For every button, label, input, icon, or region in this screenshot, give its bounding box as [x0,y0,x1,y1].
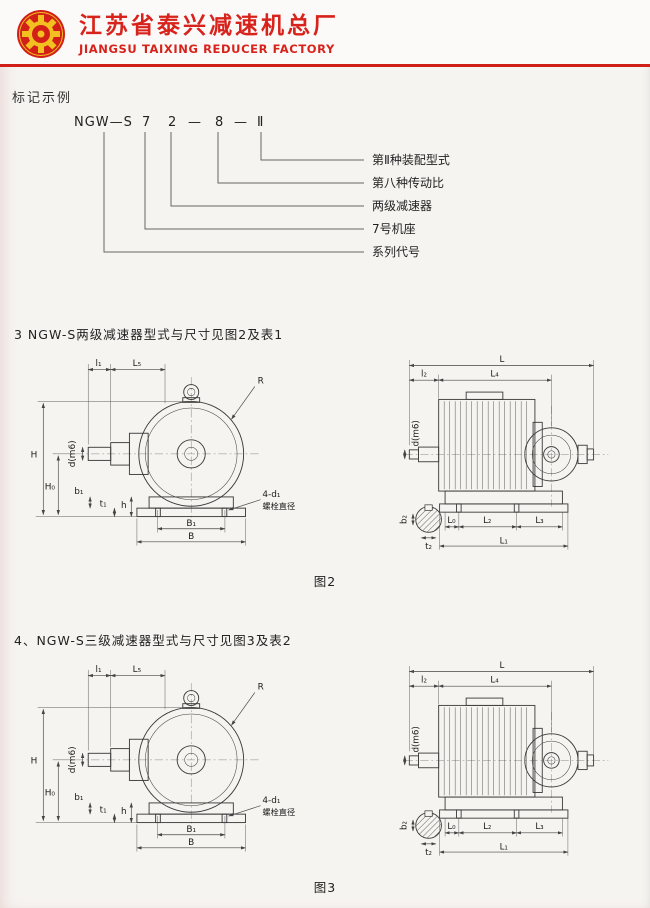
dim-label-d: d(m6) [412,420,422,446]
dim-label-d: d(m6) [68,746,78,773]
dim-label-B: B [188,838,194,848]
leader-assembly [260,132,364,161]
section3-title: 3 NGW-S两级减速器型式与尺寸见图2及表1 [14,327,284,342]
section-three-stage: 4、NGW-S三级减速器型式与尺寸见图3及表2 [0,630,650,896]
code-dash2: — [234,115,248,130]
dim-label-t2: t₂ [425,848,432,858]
dim-label-b2: b₂ [400,515,410,524]
reducer-front-view-fig2: l₁ L₅ R H H₀ d(m6) b₁ t₁ h B₁ B 4-d₁ 螺栓直… [31,359,295,546]
section-two-stage: 3 NGW-S两级减速器型式与尺寸见图2及表1 [0,324,650,590]
dimension-lines [403,363,595,548]
cooling-ribs [443,707,527,796]
dim-label-L0: L₀ [447,822,456,832]
dim-label-t2: t₂ [425,542,432,552]
dim-label-l1: l₁ [96,359,102,369]
leader-stages [170,132,364,207]
company-name-en: JIANGSU TAIXING REDUCER FACTORY [79,41,335,56]
leader-ratio [217,132,364,184]
dim-label-R: R [258,683,264,693]
dim-label-H0: H₀ [45,788,56,798]
dim-label-L2: L₂ [483,822,491,832]
dim-label-L2: L₂ [483,516,491,526]
dim-label-L4: L₄ [490,370,499,380]
code-frame: 7 [142,115,151,130]
figure2-row: l₁ L₅ R H H₀ d(m6) b₁ t₁ h B₁ B 4-d₁ 螺栓直… [0,343,650,569]
keyway-notch [424,810,433,817]
bolt-diameter-note: 螺栓直径 [262,807,295,817]
dim-label-L5: L₅ [133,665,142,675]
dim-label-l2: l₂ [421,676,427,686]
dim-label-L3: L₃ [535,516,544,526]
code-dash1: — [188,115,202,130]
housing-outline [408,391,595,513]
dim-label-L4: L₄ [490,676,499,686]
reducer-side-view-fig3: L l₂ L₄ d(m6) b₂ t₂ L₀ L₂ L₃ L₁ [400,661,609,858]
housing-outline [87,384,246,518]
dim-label-L1: L₁ [500,842,508,852]
dim-label-d: d(m6) [68,440,78,467]
dimension-lines [41,367,261,544]
housing-outline [408,697,595,819]
dim-label-L1: L₁ [500,536,508,546]
dim-label-b1: b₁ [74,487,84,497]
legend-series: 系列代号 [372,245,420,259]
dim-label-B: B [188,532,194,542]
dim-label-b2: b₂ [400,821,410,830]
dim-label-L: L [499,661,504,671]
dim-label-h: h [121,807,127,817]
dim-label-B1: B₁ [186,519,196,529]
bolt-count-label: 4-d₁ [262,796,280,806]
figure3-row: l₁ L₅ R H H₀ d(m6) b₁ t₁ h B₁ B 4-d₁ 螺栓直… [0,649,650,875]
dim-label-d: d(m6) [412,726,422,752]
reducer-side-view-fig2: L l₂ L₄ d(m6) b₂ t₂ L₀ L₂ L₃ L₁ [400,355,609,552]
leader-frame [144,132,364,230]
dim-label-H: H [31,757,38,767]
dim-label-H0: H₀ [45,482,56,492]
extension-lines [35,363,246,546]
dim-label-b1: b₁ [74,793,84,803]
legend-stages: 两级减速器 [372,199,432,213]
figure2-caption: 图2 [313,574,337,589]
header: 江苏省泰兴减速机总厂 JIANGSU TAIXING REDUCER FACTO… [0,0,650,64]
bolt-diameter-note: 螺栓直径 [262,501,295,511]
code-assembly: Ⅱ [257,115,264,130]
figure3-caption: 图3 [313,880,337,895]
code-series: NGW—S [74,115,133,130]
model-designation-diagram: NGW—S 7 2 — 8 — Ⅱ 第Ⅱ种装配型式 第八种传动比 两级减速器 7… [74,115,450,259]
marking-title: 标记示例 [12,91,73,106]
legend-assembly: 第Ⅱ种装配型式 [372,153,450,167]
code-ratio: 8 [215,115,224,130]
dim-label-R: R [258,377,264,387]
code-stages: 2 [168,115,177,130]
housing-outline [87,690,246,824]
dimension-lines [41,673,261,850]
legend-frame: 7号机座 [372,221,416,236]
extension-lines [35,669,246,852]
dim-label-t1: t₁ [100,499,107,509]
bolt-count-label: 4-d₁ [262,490,280,500]
dim-label-H: H [31,451,38,461]
leader-series [103,132,364,253]
dim-label-L0: L₀ [447,516,456,526]
section4-title: 4、NGW-S三级减速器型式与尺寸见图3及表2 [14,633,292,648]
company-logo-icon [17,10,65,58]
dim-label-t1: t₁ [100,805,107,815]
header-divider [0,64,650,67]
keyway-notch [424,504,433,511]
dim-label-L3: L₃ [535,822,544,832]
dim-label-h: h [121,501,127,511]
dim-label-l2: l₂ [421,370,427,380]
dim-label-L: L [499,355,504,365]
marking-example-section: 标记示例 NGW—S 7 2 — 8 — Ⅱ 第Ⅱ种装配型式 第八种传动比 两级… [12,87,650,268]
dim-label-l1: l₁ [96,665,102,675]
dim-label-L5: L₅ [133,359,142,369]
reducer-front-view-fig3: l₁ L₅ R H H₀ d(m6) b₁ t₁ h B₁ B 4-d₁ 螺栓直… [31,665,295,852]
dim-label-B1: B₁ [186,825,196,835]
legend-ratio: 第八种传动比 [372,175,444,190]
company-name-cn: 江苏省泰兴减速机总厂 [79,13,339,40]
dimension-lines [403,669,595,854]
cooling-ribs [443,401,527,490]
